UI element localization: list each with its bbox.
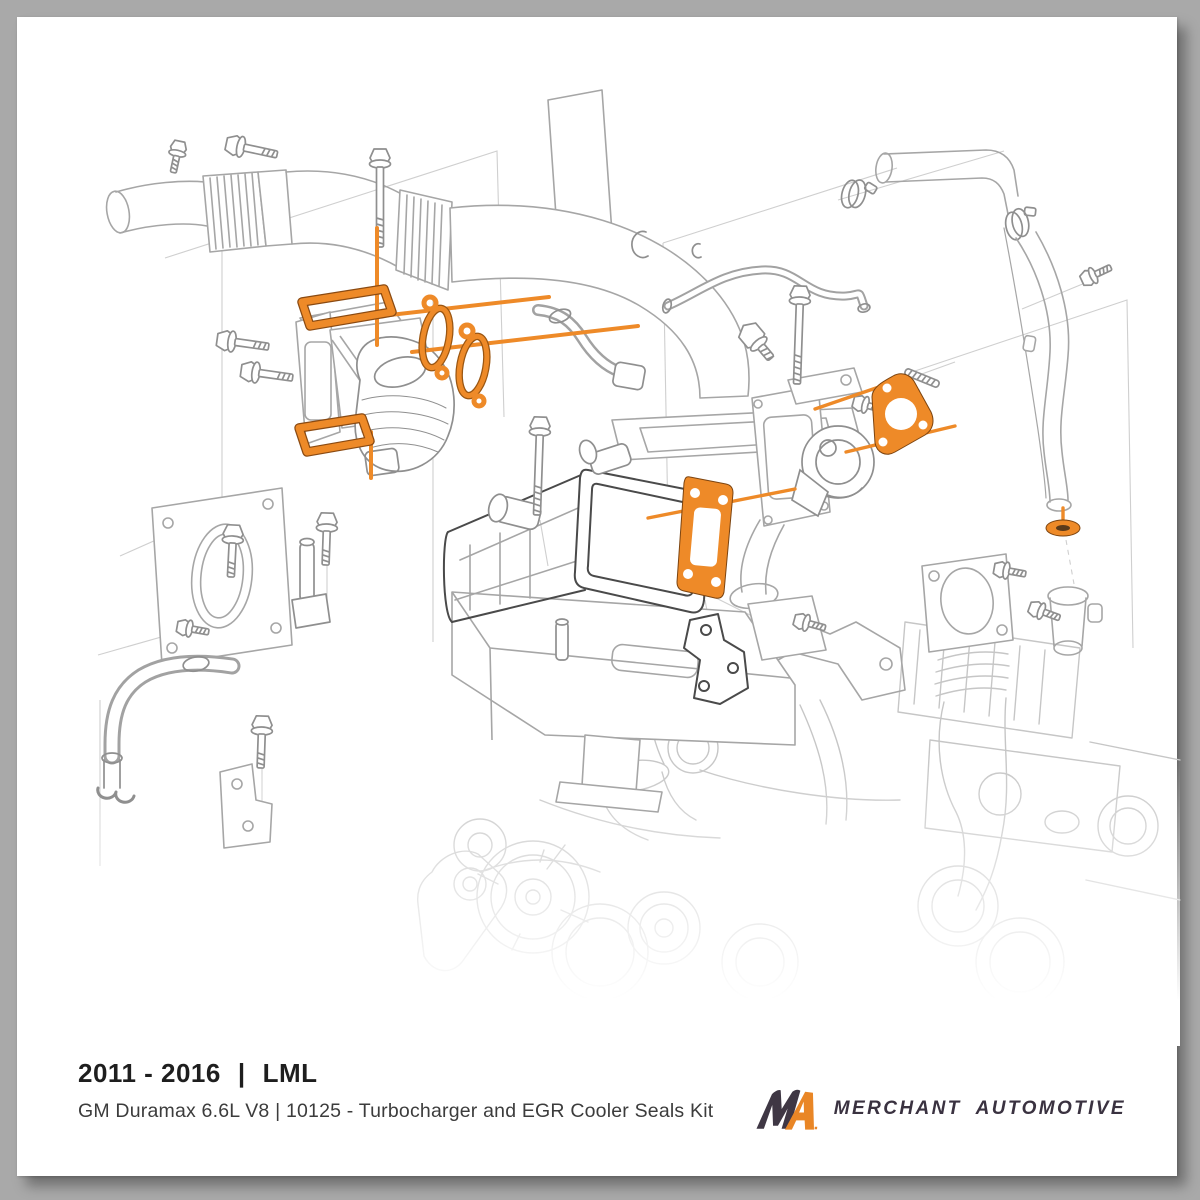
caption-year-range: 2011 - 2016 [78, 1058, 221, 1088]
caption-description: GM Duramax 6.6L V8 | 10125 - Turbocharge… [78, 1100, 714, 1122]
hose-bracket [219, 763, 273, 849]
cooler-inlet-flange-plate [151, 487, 293, 666]
egr-valve-right [729, 367, 875, 661]
brand-logo: MERCHANT AUTOMOTIVE [756, 1082, 1126, 1136]
caption-separator: | [237, 1058, 246, 1088]
egr-cooler-gasket-highlight [676, 476, 734, 599]
highlighted-seals [294, 226, 1081, 599]
brand-mark-ma-icon [756, 1089, 818, 1130]
downpipe-flange-plate [921, 553, 1014, 653]
egr-cooler [442, 439, 711, 661]
up-pipe-illustration [105, 89, 863, 461]
caption-block: 2011 - 2016 | LML GM Duramax 6.6L V8 | 1… [78, 1058, 713, 1123]
caption-line-primary: 2011 - 2016 | LML [78, 1058, 713, 1089]
oil-drain-seal-highlight [1045, 506, 1081, 537]
caption-engine-code: LML [262, 1058, 318, 1088]
cooler-sensor [578, 439, 632, 475]
sensor-plug [737, 322, 775, 362]
coolant-hoses [96, 149, 1043, 849]
brand-name: MERCHANT AUTOMOTIVE [833, 1098, 1126, 1119]
egr-valve-gasket-bottom-highlight [294, 413, 375, 457]
hardware-bolts [164, 132, 1116, 770]
egr-valve-right-actuator [791, 425, 875, 518]
egr-valve-gasket-top-highlight [297, 284, 397, 331]
pipe-elbow [449, 204, 750, 399]
turbo-inlet-gasket-highlight [871, 373, 934, 455]
cooler-hose-stub [487, 493, 542, 531]
cooler-support-bracket [683, 613, 749, 705]
right-coolant-pipe [1003, 227, 1103, 656]
exhaust-ring-gaskets-highlight [418, 294, 491, 409]
